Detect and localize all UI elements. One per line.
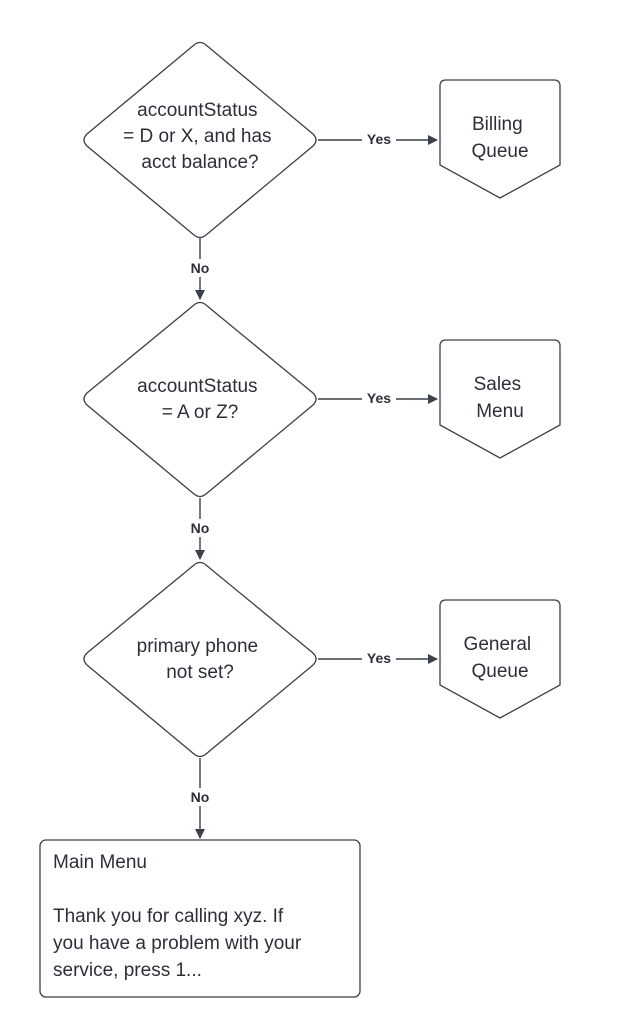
edge-label-d1-yes: Yes <box>362 130 396 148</box>
billing-line-1: Billing <box>472 114 523 135</box>
svg-text:primary phone not set?: primary phone not set? <box>137 636 264 683</box>
svg-text:accountStatus = D or X,: accountStatus = D or X, and has acct bal… <box>123 100 277 173</box>
edge-label-d2-yes: Yes <box>362 389 396 407</box>
decision3-line-2: not set? <box>166 662 234 683</box>
decision2-line-1: accountStatus <box>137 376 257 397</box>
edge-label-d3-yes: Yes <box>362 649 396 667</box>
billing-line-2: Queue <box>471 141 528 162</box>
main-menu-line-4: service, press 1... <box>53 960 202 981</box>
main-menu-title: Main Menu <box>53 852 147 873</box>
general-queue-node: General Queue <box>439 599 561 719</box>
sales-menu-node: Sales Menu <box>439 339 561 459</box>
svg-text:Main Menu Thank you for: Main Menu Thank you for calling xyz. If … <box>53 852 306 981</box>
svg-text:Sales Menu: Sales Menu <box>474 374 527 422</box>
decision3-line-1: primary phone <box>137 636 258 657</box>
edge-label-d3-yes-text: Yes <box>367 650 391 666</box>
decision-account-status-az: accountStatus = A or Z? <box>83 301 317 498</box>
edge-label-d1-no: No <box>186 259 214 277</box>
edge-label-d2-yes-text: Yes <box>367 390 391 406</box>
main-menu-node: Main Menu Thank you for calling xyz. If … <box>39 839 361 998</box>
edge-label-d3-no: No <box>186 788 214 806</box>
main-menu-line-3: you have a problem with your <box>53 933 302 954</box>
decision2-line-2: = A or Z? <box>162 402 239 423</box>
svg-text:accountStatus = A or Z?: accountStatus = A or Z? <box>137 376 263 423</box>
edge-label-d2-no-text: No <box>191 520 210 536</box>
general-line-1: General <box>464 634 532 655</box>
decision1-line-2: = D or X, and has <box>123 126 271 147</box>
svg-text:General Queue: General Queue <box>464 634 537 682</box>
svg-text:Billing Queue: Billing Queue <box>471 114 528 162</box>
decision-account-status-dx: accountStatus = D or X, and has acct bal… <box>83 41 317 239</box>
sales-line-1: Sales <box>474 374 522 395</box>
decision1-line-1: accountStatus <box>137 100 257 121</box>
edge-label-d1-no-text: No <box>191 260 210 276</box>
decision1-line-3: acct balance? <box>141 152 258 173</box>
edge-label-d2-no: No <box>186 519 214 537</box>
sales-line-2: Menu <box>476 401 524 422</box>
billing-queue-node: Billing Queue <box>439 79 561 199</box>
decision-primary-phone: primary phone not set? <box>83 561 317 758</box>
main-menu-line-2: Thank you for calling xyz. If <box>53 906 284 927</box>
edge-label-d1-yes-text: Yes <box>367 131 391 147</box>
general-line-2: Queue <box>471 661 528 682</box>
edge-label-d3-no-text: No <box>191 789 210 805</box>
